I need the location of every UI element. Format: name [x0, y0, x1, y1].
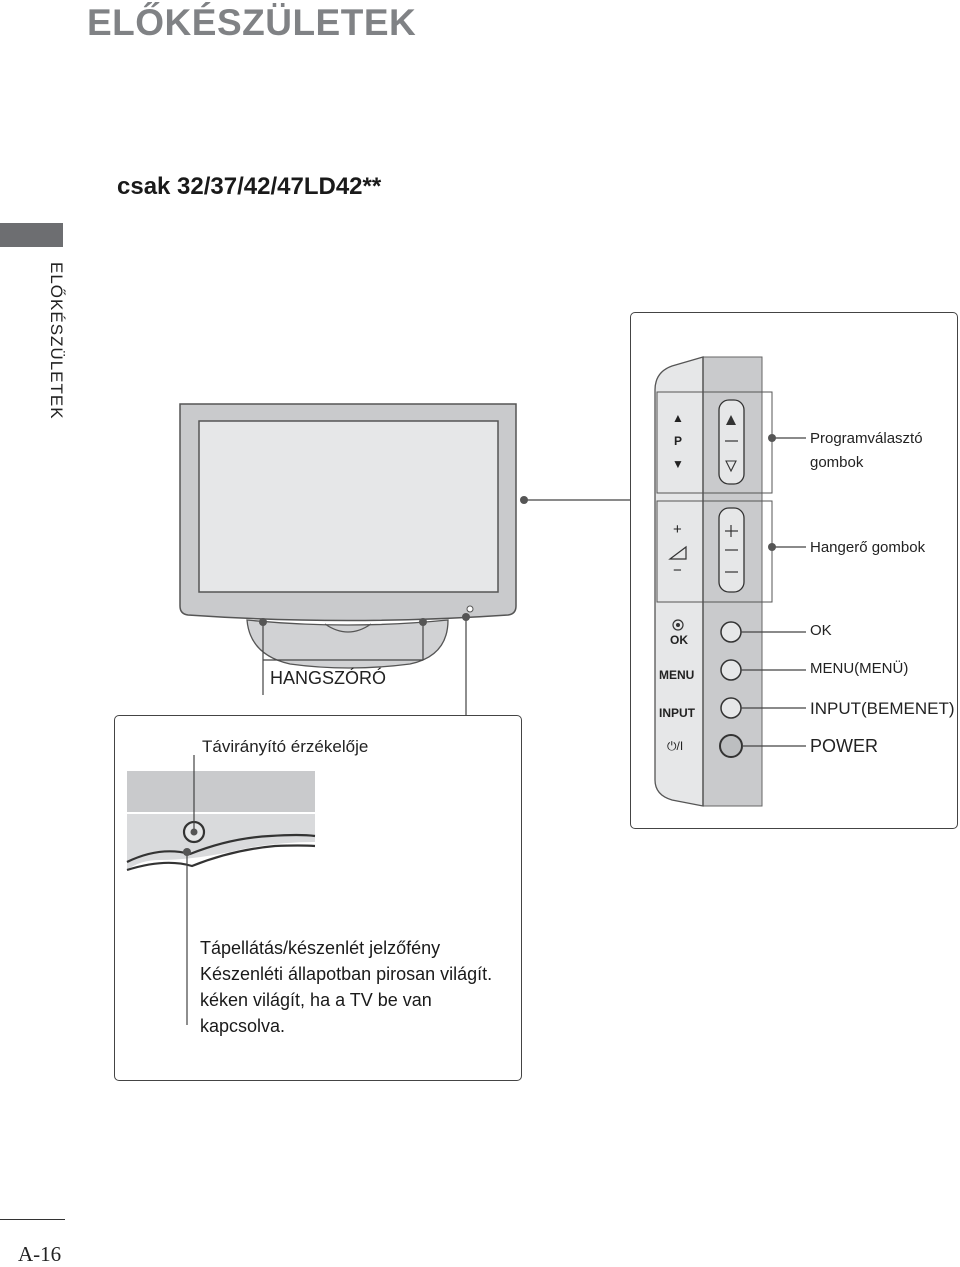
section-tab-marker [0, 223, 63, 247]
section-side-label: ELŐKÉSZÜLETEK [47, 262, 66, 420]
led-desc-line3: kéken világít, ha a TV be van [200, 990, 432, 1010]
led-desc-line2: Készenléti állapotban pirosan világít. [200, 964, 493, 984]
menu-callout: MENU(MENÜ) [810, 660, 909, 677]
ok-callout: OK [810, 622, 832, 639]
power-button[interactable] [719, 734, 743, 758]
ok-button-label: OK [670, 633, 688, 647]
speaker-label: HANGSZÓRÓ [270, 668, 387, 688]
menu-button[interactable] [720, 659, 742, 681]
remote-sensor-label: Távirányító érzékelője [202, 737, 369, 756]
program-rocker[interactable] [718, 399, 745, 485]
sensor-detail-callout-box [114, 715, 522, 1081]
input-callout: INPUT(BEMENET) [810, 699, 955, 718]
control-panel-callout-box [630, 312, 958, 829]
program-p-label: P [674, 434, 683, 448]
remote-sensor-dot [466, 605, 474, 613]
volume-callout: Hangerő gombok [810, 539, 926, 556]
volume-minus-icon: − [673, 562, 682, 579]
led-desc-line1: Tápellátás/készenlét jelzőfény [200, 938, 441, 958]
volume-icon [668, 545, 687, 560]
program-buttons-group [656, 391, 773, 494]
volume-buttons-group [656, 500, 773, 603]
side-control-panel [654, 356, 773, 807]
volume-plus-icon: + [673, 521, 682, 538]
model-subtitle: csak 32/37/42/47LD42** [117, 173, 382, 200]
sensor-closeup [126, 755, 316, 1025]
program-callout-line1: Programválasztó [810, 430, 923, 447]
input-button[interactable] [720, 697, 742, 719]
tv-screen [198, 420, 499, 593]
panel-leader-lines [741, 437, 806, 747]
led-desc-line4: kapcsolva. [200, 1016, 286, 1036]
power-callout: POWER [810, 736, 879, 756]
tv-stand [246, 619, 449, 669]
ok-button[interactable] [720, 621, 742, 643]
program-callout-line2: gombok [810, 454, 864, 471]
program-up-icon: ▲ [672, 411, 684, 425]
page-title: ELŐKÉSZÜLETEK [87, 2, 417, 43]
input-button-label: INPUT [659, 706, 695, 720]
power-led-description: Tápellátás/készenlét jelzőfény Készenlét… [200, 935, 492, 1039]
page-number: A-16 [18, 1242, 62, 1266]
power-button-label: ⏻/I [667, 739, 684, 753]
ok-dot-icon [672, 619, 684, 631]
speaker-pointer [262, 622, 424, 695]
menu-button-label: MENU [659, 668, 695, 682]
footer-rule [0, 1219, 65, 1220]
tv-illustration [179, 403, 517, 669]
program-down-icon: ▼ [672, 457, 684, 471]
